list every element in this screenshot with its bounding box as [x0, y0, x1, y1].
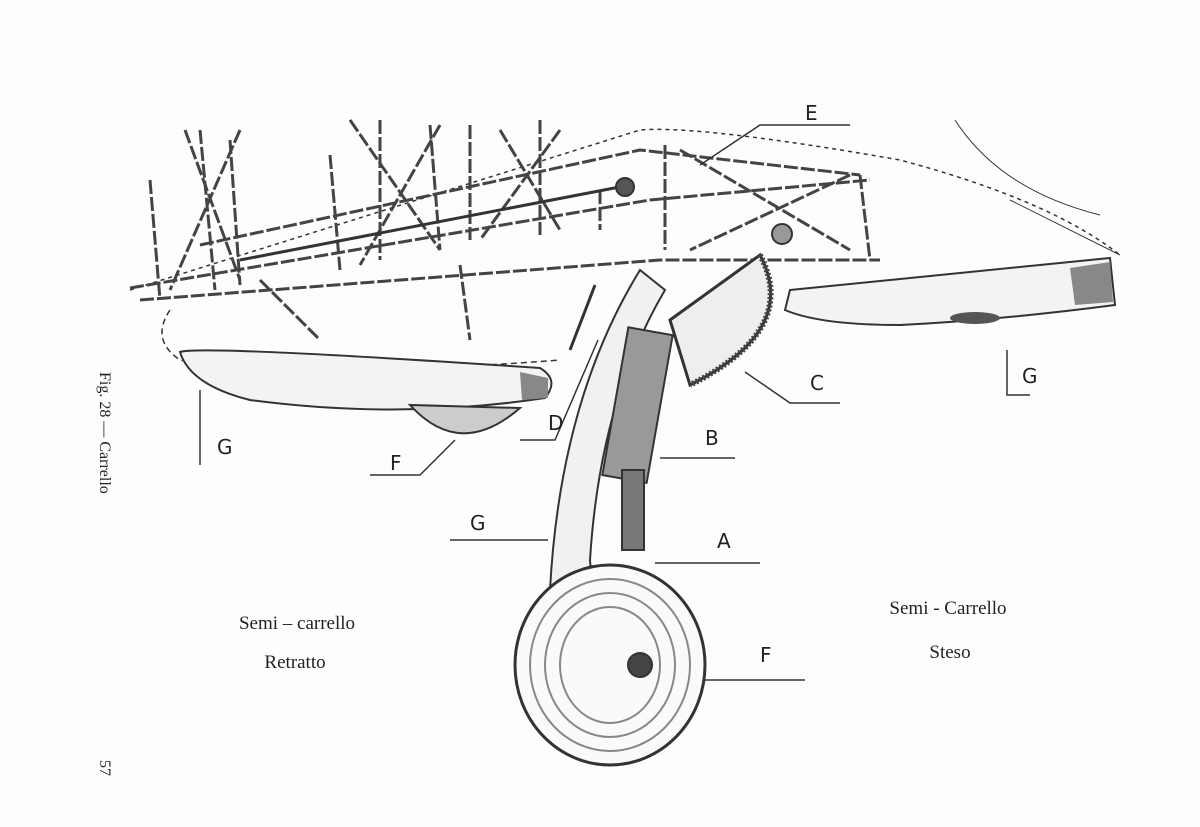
callout-D: D [548, 411, 563, 435]
callout-G-right: G [1022, 364, 1038, 388]
retracted-caption-line1: Semi – carrello [239, 613, 355, 634]
callout-F-wheel: F [760, 643, 772, 667]
right-wing-fairing [783, 256, 1117, 327]
page-number: 57 [96, 760, 113, 776]
callout-E: E [805, 101, 818, 125]
wing-outline [129, 128, 1121, 291]
figure-caption: Fig. 28 — Carrello [96, 372, 113, 494]
callout-C: C [810, 371, 824, 395]
retracted-caption-line2: Retratto [264, 652, 325, 673]
extended-caption-line2: Steso [929, 642, 970, 663]
truss-frame [129, 119, 880, 342]
leader-lines [199, 124, 1030, 681]
callout-G-left: G [217, 435, 233, 459]
retracted-wheel [407, 403, 523, 435]
callout-B: B [705, 426, 719, 450]
callout-A: A [717, 529, 731, 553]
extended-caption-line1: Semi - Carrello [889, 598, 1006, 619]
callout-F-left: F [390, 451, 402, 475]
callout-G-leg: G [470, 511, 486, 535]
control-rod [239, 183, 631, 262]
main-wheel [513, 563, 707, 767]
left-wing-fairing [178, 349, 553, 411]
